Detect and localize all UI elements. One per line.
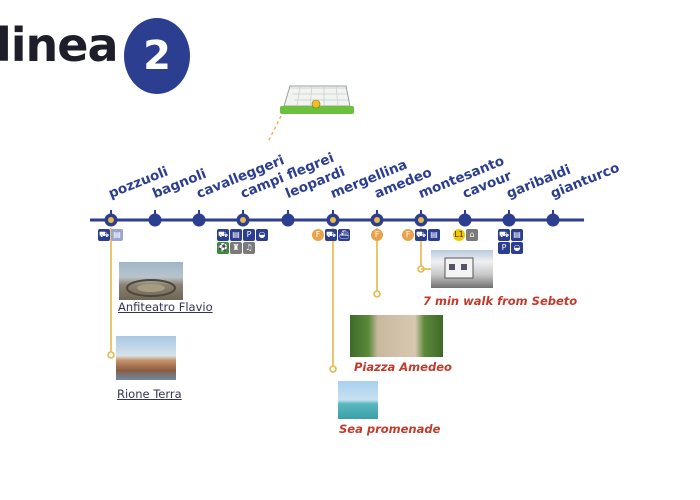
stop-core-amedeo bbox=[374, 217, 380, 223]
sports-icon: ♜ bbox=[230, 242, 242, 254]
poi-caption-sea-promenade: Sea promenade bbox=[339, 422, 441, 436]
bus-icon: ▤ bbox=[428, 229, 440, 241]
poi-caption-sebeto: 7 min walk from Sebeto bbox=[423, 294, 578, 308]
connector-pozzuoli-end bbox=[107, 351, 115, 359]
stadium-icon: ⚽ bbox=[217, 242, 229, 254]
metro-line-1-icon: L1 bbox=[453, 229, 465, 241]
station-icons-cavour: L1 ⌂ bbox=[453, 229, 478, 241]
stop-leopardi bbox=[281, 213, 295, 227]
line-number-badge: 2 bbox=[124, 18, 190, 94]
bus-icon: ▤ bbox=[230, 229, 242, 241]
station-icons-pozzuoli: ⛟ ▤ bbox=[98, 229, 123, 241]
taxi-icon: ◒ bbox=[511, 242, 523, 254]
train-icon: ⛟ bbox=[325, 229, 337, 241]
train-icon: ⛟ bbox=[415, 229, 427, 241]
museum-icon: ⌂ bbox=[466, 229, 478, 241]
station-icons-garibaldi: ⛟ ▤ P ◒ bbox=[498, 229, 524, 254]
stop-bagnoli bbox=[148, 213, 162, 227]
sea-photo bbox=[338, 381, 378, 419]
stop-core-montesanto bbox=[418, 217, 424, 223]
station-icons-amedeo: F bbox=[371, 229, 383, 241]
train-icon: ⛟ bbox=[498, 229, 510, 241]
funicular-icon: F bbox=[312, 229, 324, 241]
parking-icon: P bbox=[498, 242, 510, 254]
stop-cavour bbox=[458, 213, 472, 227]
stop-cavalleggeri bbox=[192, 213, 206, 227]
poi-link-rione-terra[interactable]: Rione Terra bbox=[117, 387, 182, 401]
street-photo bbox=[431, 250, 493, 288]
stop-core-campi-flegrei bbox=[240, 217, 246, 223]
train-icon: ⛟ bbox=[98, 229, 110, 241]
football-goal-icon bbox=[280, 85, 354, 114]
ferry-icon: ⛴ bbox=[338, 229, 350, 241]
line-logo-text: linea bbox=[0, 18, 119, 72]
bus-icon: ▤ bbox=[511, 229, 523, 241]
harbour-town-photo bbox=[116, 336, 176, 380]
theatre-icon: ♫ bbox=[243, 242, 255, 254]
amphitheatre-photo bbox=[119, 262, 183, 300]
station-icons-montesanto: F ⛟ ▤ bbox=[402, 229, 440, 241]
stop-garibaldi bbox=[502, 213, 516, 227]
connector-mergellina-end bbox=[329, 365, 337, 373]
stop-core-mergellina bbox=[330, 217, 336, 223]
taxi-icon: ◒ bbox=[256, 229, 268, 241]
stop-core-pozzuoli bbox=[108, 217, 114, 223]
parking-icon: P bbox=[243, 229, 255, 241]
bus-icon: ▤ bbox=[111, 229, 123, 241]
stop-gianturco bbox=[546, 213, 560, 227]
train-icon: ⛟ bbox=[217, 229, 229, 241]
square-photo bbox=[350, 315, 443, 357]
poi-link-anfiteatro-flavio[interactable]: Anfiteatro Flavio bbox=[118, 300, 213, 314]
station-icons-campi-flegrei: ⛟ ▤ P ◒ ⚽ ♜ ♫ bbox=[217, 229, 269, 254]
poi-caption-piazza-amedeo: Piazza Amedeo bbox=[354, 360, 452, 374]
funicular-icon: F bbox=[371, 229, 383, 241]
station-icons-mergellina: F ⛟ ⛴ bbox=[312, 229, 350, 241]
stadium-link bbox=[267, 115, 282, 143]
connector-amedeo-end bbox=[373, 290, 381, 298]
funicular-icon: F bbox=[402, 229, 414, 241]
